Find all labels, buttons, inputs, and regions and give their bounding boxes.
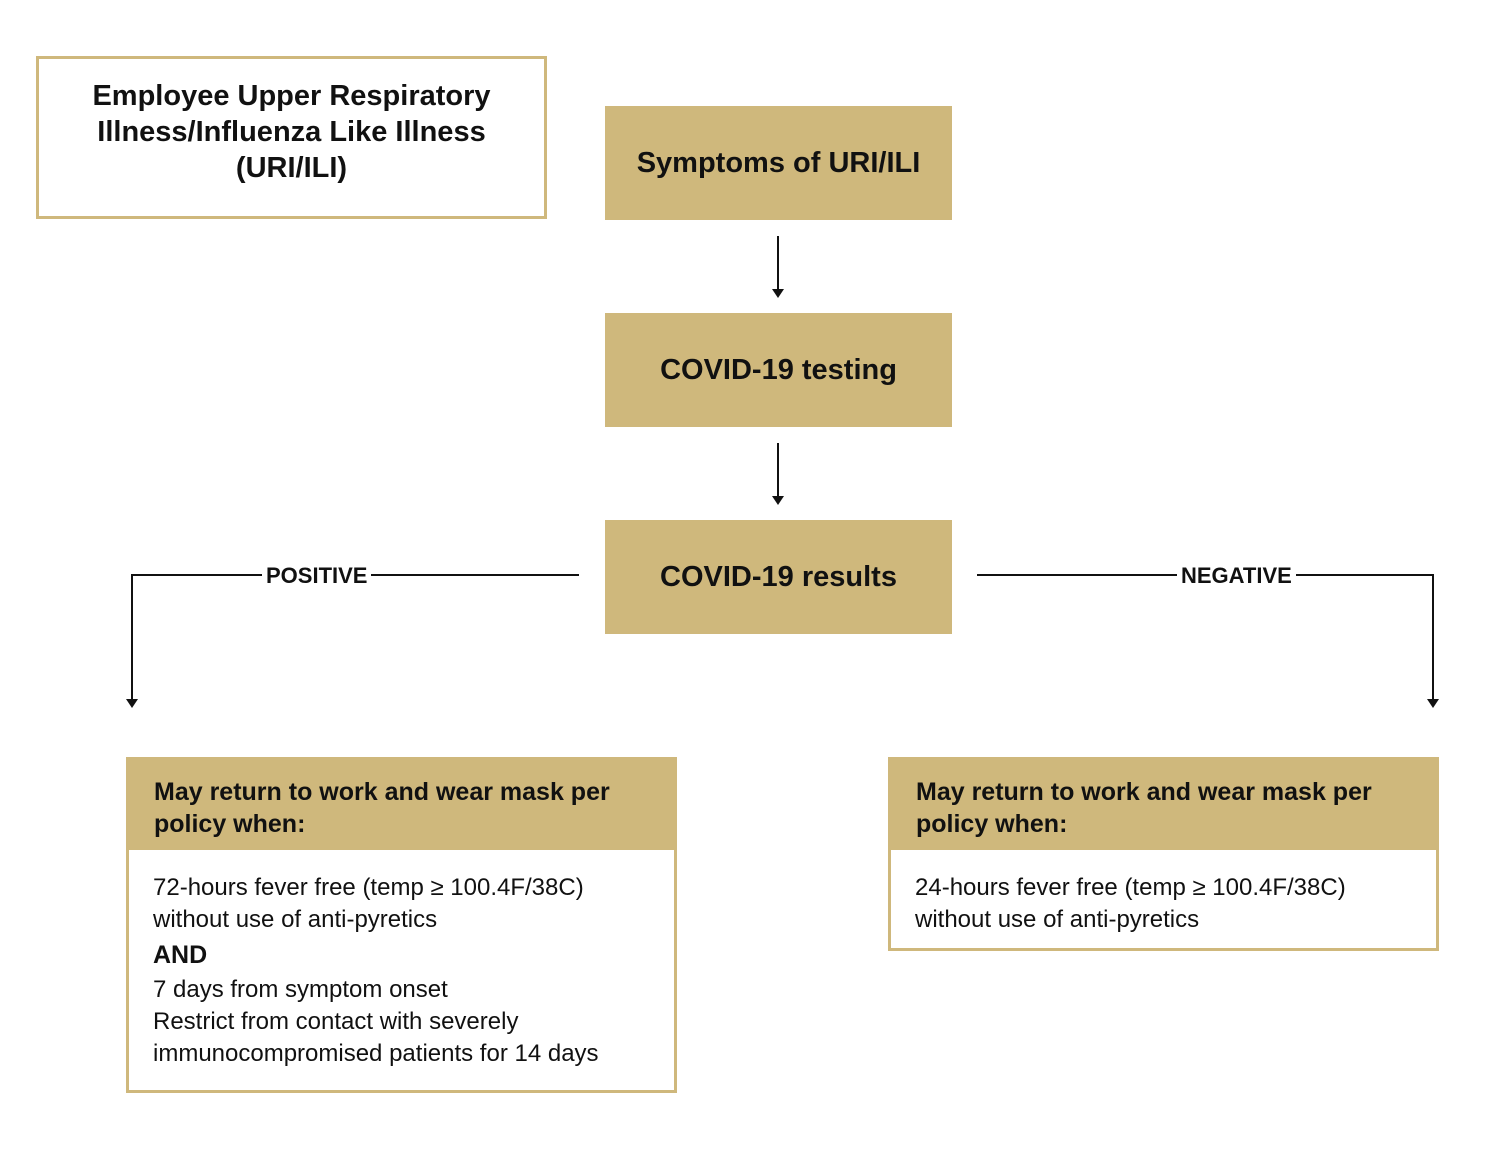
arrowhead-testing (772, 289, 784, 298)
arrowhead-negative (1427, 699, 1439, 708)
branch-label-negative: NEGATIVE (1177, 564, 1296, 588)
title-box: Employee Upper Respiratory Illness/Influ… (36, 56, 547, 219)
positive-card-body: 72-hours fever free (temp ≥ 100.4F/38C) … (129, 850, 674, 1084)
arrowhead-results (772, 496, 784, 505)
diagram-title: Employee Upper Respiratory Illness/Influ… (92, 79, 491, 184)
positive-card-header: May return to work and wear mask per pol… (129, 760, 674, 850)
step-symptoms: Symptoms of URI/ILI (605, 106, 952, 220)
branch-label-positive: POSITIVE (262, 564, 372, 588)
step-testing: COVID-19 testing (605, 313, 952, 427)
positive-branch-line (131, 574, 579, 700)
positive-restriction-note: Restrict from contact with severely immu… (153, 1008, 599, 1067)
step-testing-label: COVID-19 testing (660, 353, 897, 386)
step-results-label: COVID-19 results (660, 560, 897, 593)
negative-fever-criterion: 24-hours fever free (temp ≥ 100.4F/38C) … (915, 874, 1346, 933)
negative-branch-line (977, 574, 1434, 700)
arrowhead-positive (126, 699, 138, 708)
positive-outcome-card: May return to work and wear mask per pol… (126, 757, 677, 1093)
negative-outcome-card: May return to work and wear mask per pol… (888, 757, 1439, 951)
negative-card-header: May return to work and wear mask per pol… (891, 760, 1436, 850)
step-results: COVID-19 results (605, 520, 952, 634)
positive-days-criterion: 7 days from symptom onset (153, 976, 448, 1003)
negative-card-body: 24-hours fever free (temp ≥ 100.4F/38C) … (891, 850, 1436, 950)
step-symptoms-label: Symptoms of URI/ILI (636, 146, 921, 179)
positive-and-connector: AND (153, 941, 208, 969)
positive-fever-criterion: 72-hours fever free (temp ≥ 100.4F/38C) … (153, 874, 584, 933)
